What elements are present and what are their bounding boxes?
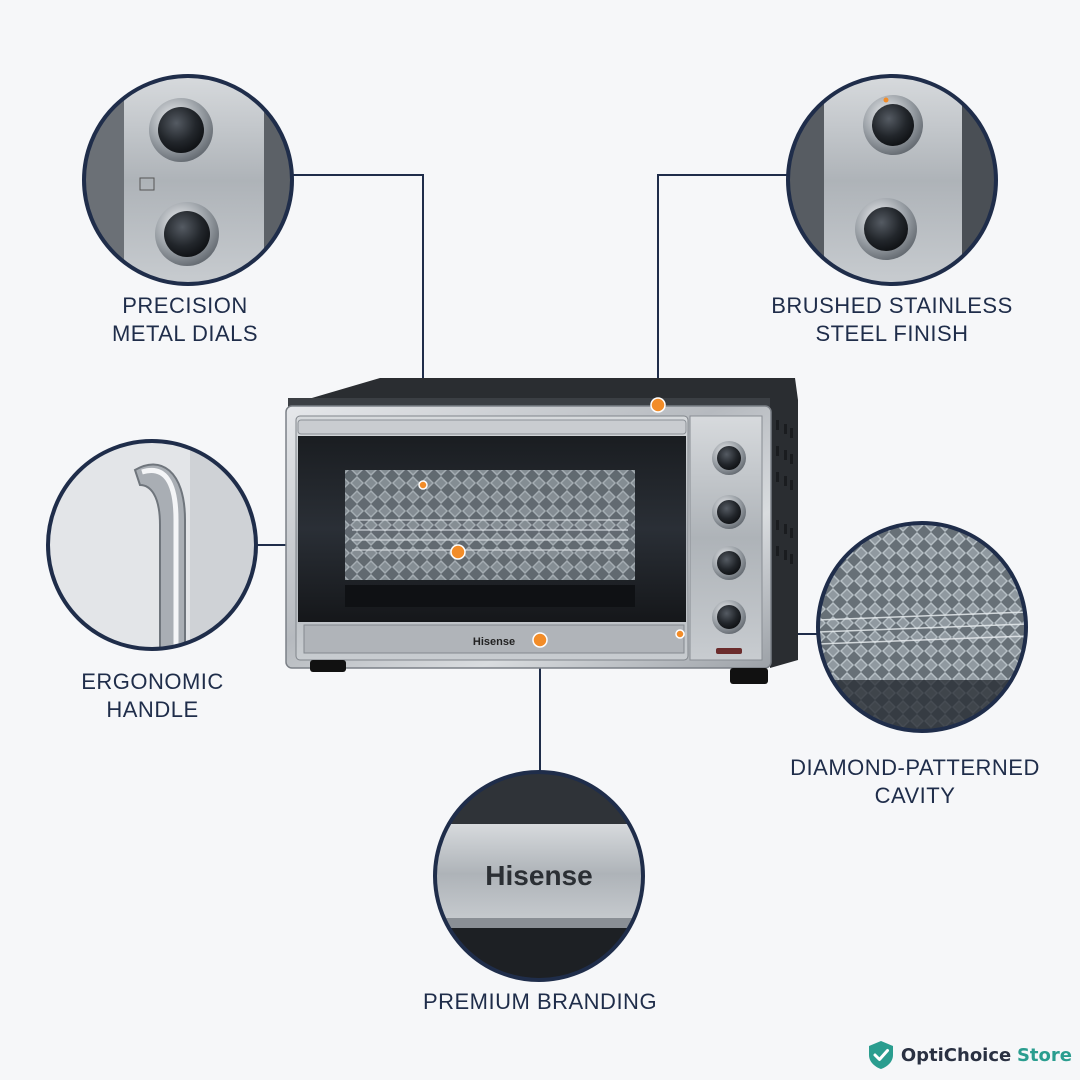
oven-foot-right — [730, 668, 768, 684]
oven-brand-text: Hisense — [473, 636, 515, 648]
toaster-oven — [285, 378, 798, 684]
oven-rack — [352, 519, 628, 551]
marker-dials — [418, 480, 428, 490]
store-name: OptiChoice — [900, 1044, 1012, 1066]
zoom-circle-handle — [46, 439, 258, 651]
label-premium-branding: PREMIUM BRANDING — [422, 989, 658, 1014]
zoom-circle-dials — [82, 74, 294, 286]
branding-strip — [303, 624, 685, 654]
label-precision-metal-dials: PRECISION METAL DIALS — [111, 293, 259, 346]
marker-handle — [450, 544, 466, 560]
store-suffix: Store — [1016, 1044, 1072, 1066]
oven-foot-left — [310, 660, 346, 672]
label-ergonomic-handle: ERGONOMIC HANDLE — [81, 669, 224, 722]
shield-check-icon — [868, 1041, 893, 1069]
branding-zoom-text: Hisense — [485, 860, 592, 891]
label-brushed-stainless-steel-finish: BRUSHED STAINLESS STEEL FINISH — [771, 293, 1013, 346]
label-diamond-patterned-cavity: DIAMOND-PATTERNED CAVITY — [790, 755, 1040, 808]
zoom-circle-finish — [786, 74, 998, 286]
side-vents — [776, 420, 793, 564]
door-handle-bar — [297, 419, 687, 435]
zoom-circle-branding: Hisense — [433, 770, 645, 982]
connector-finish — [657, 174, 788, 405]
store-logo: OptiChoice Store — [867, 1040, 1072, 1070]
zoom-circle-cavity — [816, 521, 1028, 733]
marker-finish — [650, 397, 666, 413]
marker-branding — [532, 632, 548, 648]
control-knobs — [712, 441, 746, 634]
marker-cavity — [675, 629, 685, 639]
accent-markers — [418, 397, 685, 648]
oven-cavity — [345, 470, 635, 580]
power-indicator — [716, 648, 742, 654]
